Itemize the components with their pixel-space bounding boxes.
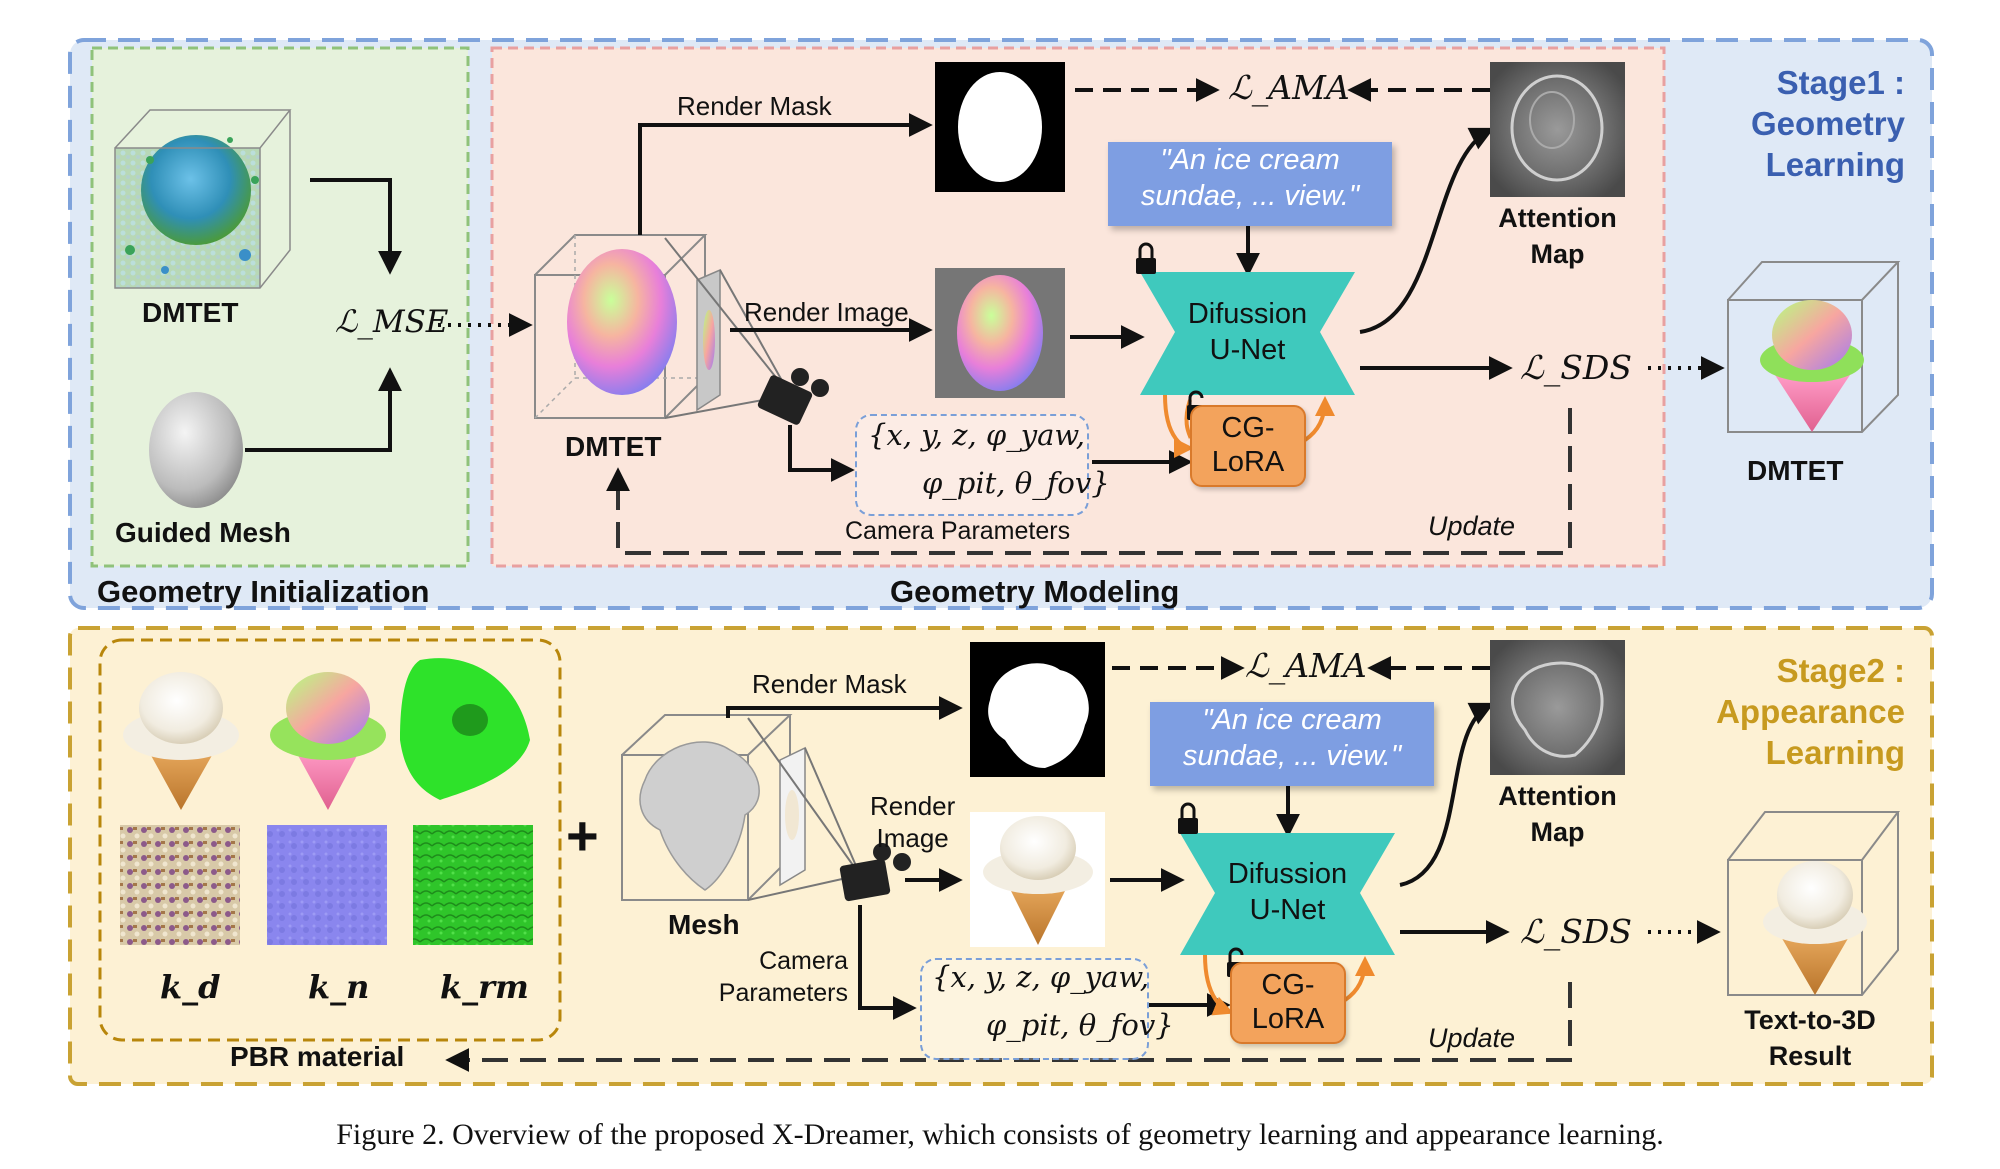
attention-label-line2: Map <box>1530 239 1585 269</box>
figure-caption: Figure 2. Overview of the proposed X-Dre… <box>336 1118 1664 1151</box>
unet-line1-stage2: Difussion <box>1227 858 1348 890</box>
render-image-line1: Render <box>870 791 956 821</box>
lora-line2-stage2: LoRA <box>1251 1003 1325 1035</box>
diffusion-unet-shape <box>1140 272 1355 395</box>
text-prompt-box: "An ice cream sundae, ... view." <box>1108 142 1392 226</box>
stage1-title-line1: Stage1 : <box>1776 64 1905 101</box>
attention-label-line1: Attention <box>1498 203 1617 233</box>
cg-lora-box-stage2: CG- LoRA <box>1230 962 1346 1044</box>
camera-parameters-label-stage2: Camera Parameters <box>708 945 848 1009</box>
camera-icon <box>757 368 829 425</box>
mesh-label: Mesh <box>668 909 740 940</box>
stage2-title-line1: Stage2 : <box>1776 652 1905 689</box>
camera-icon-stage2 <box>839 843 911 902</box>
stage2-title: Stage2 : Appearance Learning <box>1640 650 1905 773</box>
krm-texture <box>413 825 533 945</box>
dmtet-label-init: DMTET <box>142 297 239 328</box>
update-label: Update <box>1428 511 1516 541</box>
lora-line1: CG- <box>1221 412 1275 444</box>
render-image-line2: Image <box>876 823 949 853</box>
loss-mse-label: ℒ_MSE <box>335 304 449 340</box>
camera-params-box-stage2 <box>920 958 1149 1060</box>
kn-label: k_n <box>308 968 370 1006</box>
camera-line1: Camera <box>759 947 848 975</box>
geometry-initialization-label: Geometry Initialization <box>97 574 430 609</box>
diffusion-unet-label-stage2: Difussion U-Net <box>1205 856 1370 928</box>
stage1-title: Stage1 : Geometry Learning <box>1640 62 1905 185</box>
render-mask-label-stage2: Render Mask <box>752 669 907 699</box>
geometry-init-panel <box>90 46 470 568</box>
kn-texture <box>267 825 387 945</box>
camera-params-box <box>855 414 1089 516</box>
render-image-label-stage2: Render Image <box>870 790 955 854</box>
output-dmtet-icecream <box>1727 261 1901 433</box>
attention-label-line2-stage2: Map <box>1530 817 1585 847</box>
attention-map-image <box>1490 62 1625 197</box>
pbr-material-panel <box>98 638 562 1042</box>
result-line1: Text-to-3D <box>1744 1005 1876 1035</box>
prompt-line1: "An ice cream <box>1160 144 1340 176</box>
text-to-3d-result-icecream <box>1727 811 1900 996</box>
loss-ama-label-stage2: ℒ_AMA <box>1245 646 1367 685</box>
dmtet-label-model: DMTET <box>565 431 662 462</box>
kd-texture <box>120 825 240 945</box>
krm-label: k_rm <box>440 968 529 1006</box>
guided-mesh-shape <box>149 392 243 508</box>
guided-mesh-label: Guided Mesh <box>115 517 291 548</box>
camera-params-line2-stage2: φ_pit, θ_fov} <box>986 1008 1174 1042</box>
dmtet-sphere-cube <box>534 234 791 419</box>
render-mask-label: Render Mask <box>677 91 832 121</box>
pbr-material-label: PBR material <box>230 1041 405 1072</box>
result-label: Text-to-3D Result <box>1720 1002 1900 1074</box>
stage1-title-line3: Learning <box>1765 146 1905 183</box>
loss-ama-label: ℒ_AMA <box>1228 68 1350 107</box>
attention-map-label-stage2: Attention Map <box>1480 778 1635 850</box>
lora-line2: LoRA <box>1211 446 1285 478</box>
loss-sds-label: ℒ_SDS <box>1520 348 1632 387</box>
prompt-line2-stage2: sundae, ... view." <box>1182 740 1402 772</box>
unet-line2: U-Net <box>1209 334 1286 366</box>
lora-line1-stage2: CG- <box>1261 969 1315 1001</box>
camera-params-line2: φ_pit, θ_fov} <box>922 466 1110 500</box>
camera-params-line1: {x, y, z, φ_yaw, <box>868 418 1086 452</box>
plus-sign: + <box>566 804 599 867</box>
render-image-label: Render Image <box>744 297 909 327</box>
diffusion-unet-label: Difussion U-Net <box>1165 296 1330 368</box>
camera-line2: Parameters <box>718 979 848 1007</box>
unet-line1: Difussion <box>1187 298 1308 330</box>
camera-params-line1-stage2: {x, y, z, φ_yaw, <box>932 960 1150 994</box>
pbr-kd-icecream <box>123 672 239 810</box>
output-dmtet-label: DMTET <box>1747 455 1844 486</box>
pbr-kn-icecream <box>270 672 386 810</box>
attention-label-line1-stage2: Attention <box>1498 781 1617 811</box>
prompt-line1-stage2: "An ice cream <box>1202 704 1382 736</box>
update-label-stage2: Update <box>1428 1023 1516 1053</box>
cg-lora-box: CG- LoRA <box>1190 405 1306 487</box>
kd-label: k_d <box>160 968 221 1006</box>
geometry-modeling-label: Geometry Modeling <box>890 574 1180 609</box>
attention-map-label: Attention Map <box>1480 200 1635 272</box>
pbr-krm-icecream <box>400 658 530 800</box>
unet-line2-stage2: U-Net <box>1249 894 1326 926</box>
dmtet-noisy-cube <box>114 109 292 289</box>
loss-sds-label-stage2: ℒ_SDS <box>1520 912 1632 951</box>
camera-parameters-label: Camera Parameters <box>845 517 1071 545</box>
text-prompt-box-stage2: "An ice cream sundae, ... view." <box>1150 702 1434 786</box>
stage1-title-line2: Geometry <box>1750 105 1905 142</box>
result-line2: Result <box>1768 1041 1852 1071</box>
stage2-title-line3: Learning <box>1765 734 1905 771</box>
diffusion-unet-shape-stage2 <box>1180 833 1395 955</box>
mesh-cube <box>621 714 861 901</box>
stage2-title-line2: Appearance <box>1716 693 1905 730</box>
prompt-line2: sundae, ... view." <box>1140 180 1360 212</box>
